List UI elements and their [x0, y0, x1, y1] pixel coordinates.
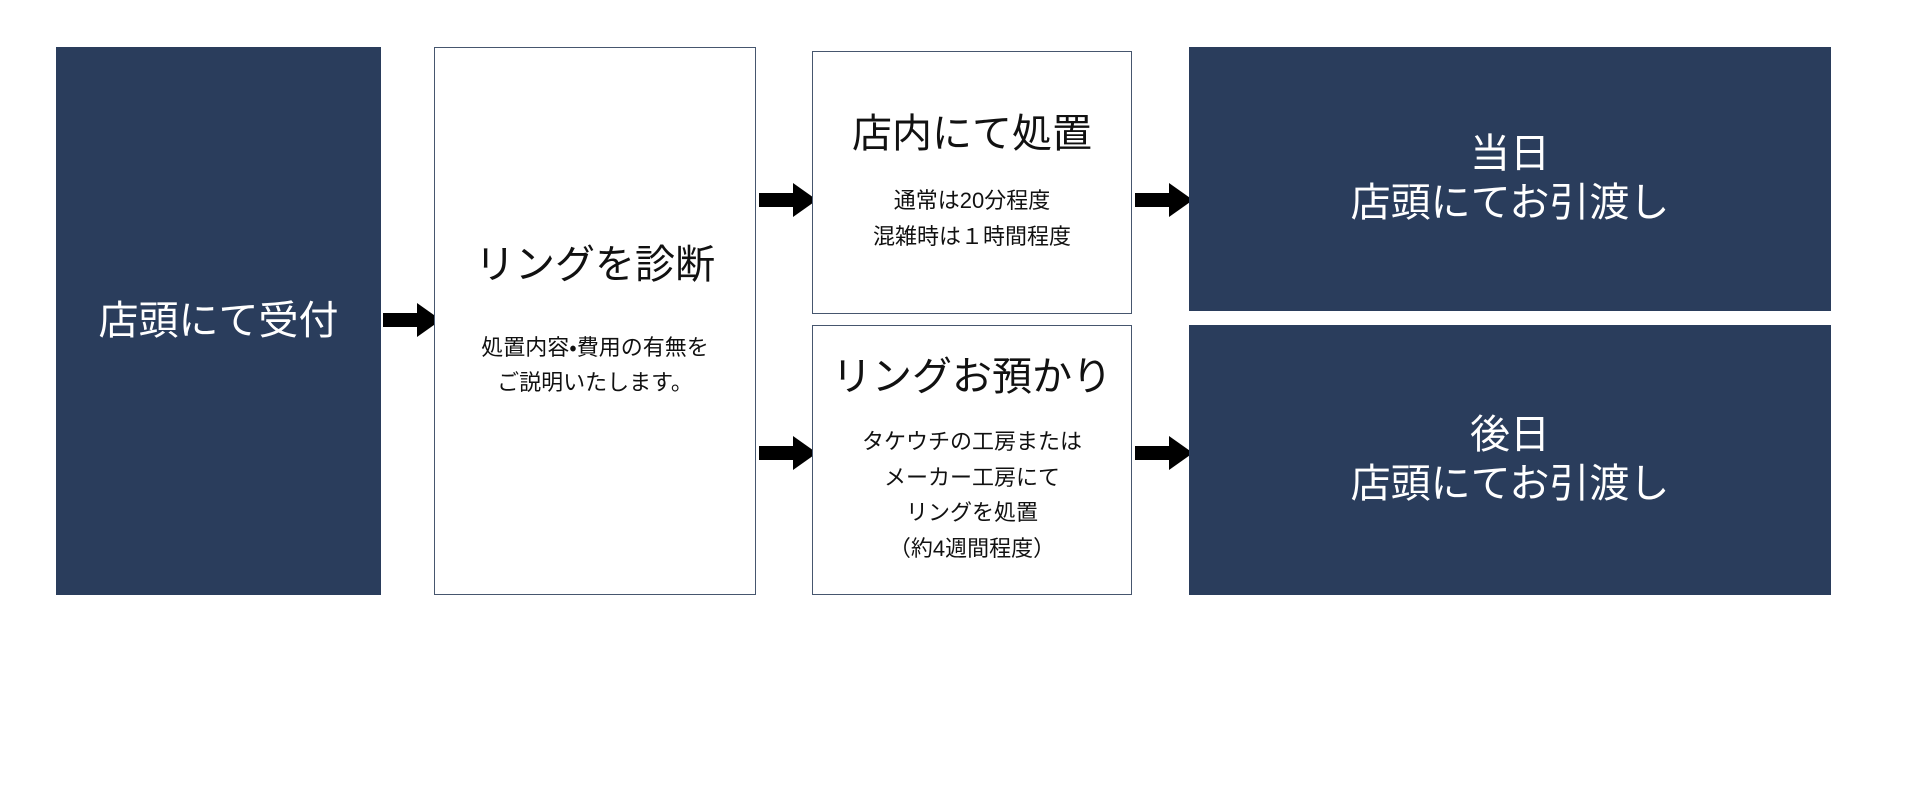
- flow-node-instore-body: 通常は20分程度 混雑時は１時間程度: [872, 188, 1071, 249]
- flow-node-diagnose-title: リングを診断: [475, 242, 715, 287]
- flow-node-reception-title: 店頭にて受付: [98, 298, 339, 343]
- flow-node-diagnose-body: 処置内容・費用の有無を ご説明いたします。: [481, 334, 709, 396]
- arrow-right-icon-reception-to-diagnose: [381, 300, 443, 340]
- flow-node-reception: 店頭にて受付: [56, 47, 381, 595]
- flow-node-sameday-handover: 当日 店頭にてお引渡し: [1189, 47, 1831, 311]
- flow-node-later-handover: 後日 店頭にてお引渡し: [1189, 325, 1831, 595]
- arrow-right-icon-keep-to-later: [1133, 433, 1195, 473]
- arrow-right-icon-diagnose-to-keep: [757, 433, 819, 473]
- flow-node-instore-title: 店内にて処置: [852, 112, 1092, 157]
- flow-node-keep-title: リングお預かり: [832, 355, 1112, 400]
- arrow-right-icon-instore-to-sameday: [1133, 180, 1195, 220]
- flow-node-diagnose: リングを診断 処置内容・費用の有無を ご説明いたします。: [434, 47, 756, 595]
- flow-node-keep-body: タケウチの工房または メーカー工房にて リングを処置 （約4週間程度）: [861, 429, 1082, 562]
- flow-node-instore: 店内にて処置 通常は20分程度 混雑時は１時間程度: [812, 51, 1132, 314]
- flow-node-later-handover-title: 後日 店頭にてお引渡し: [1350, 413, 1670, 506]
- flow-node-sameday-handover-title: 当日 店頭にてお引渡し: [1350, 132, 1670, 225]
- flow-node-keep: リングお預かり タケウチの工房または メーカー工房にて リングを処置 （約4週間…: [812, 325, 1132, 595]
- arrow-right-icon-diagnose-to-instore: [757, 180, 819, 220]
